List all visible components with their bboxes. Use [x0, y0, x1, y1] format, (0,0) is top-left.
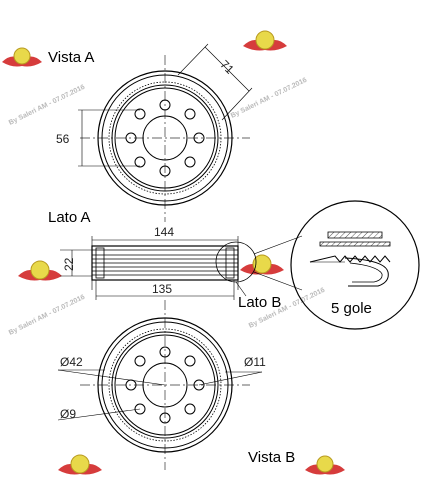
dim-56: 56	[56, 132, 70, 146]
watermark-logo-top-right	[243, 30, 287, 51]
pulley-front-view-a	[78, 43, 253, 222]
label-5-gole: 5 gole	[331, 300, 372, 317]
label-lato-a: Lato A	[48, 209, 91, 226]
groove-detail	[290, 200, 420, 330]
pulley-side-view	[60, 235, 303, 300]
dim-phi42: Ø42	[60, 355, 83, 369]
dim-phi11: Ø11	[244, 355, 266, 369]
label-vista-a: Vista A	[48, 49, 94, 66]
dim-22: 22	[62, 257, 76, 271]
dim-71: 71	[217, 57, 237, 77]
label-vista-b: Vista B	[248, 449, 295, 466]
watermark-text: By Saleri AM - 07.07.2016	[8, 84, 86, 127]
dim-135: 135	[152, 282, 172, 296]
label-lato-b: Lato B	[238, 294, 281, 311]
watermark-logo-mid-right	[240, 254, 284, 275]
watermark-text: By Saleri AM - 07.07.2016	[8, 294, 86, 337]
watermark-logo-top-left	[2, 47, 42, 67]
watermark-logo-bottom-left	[58, 454, 102, 475]
watermark-logo-mid-left	[18, 260, 62, 281]
dim-144: 144	[154, 225, 174, 239]
dim-phi9: Ø9	[60, 407, 76, 421]
watermark-logo-bottom-right	[305, 455, 345, 475]
pulley-front-view-b	[57, 300, 263, 470]
